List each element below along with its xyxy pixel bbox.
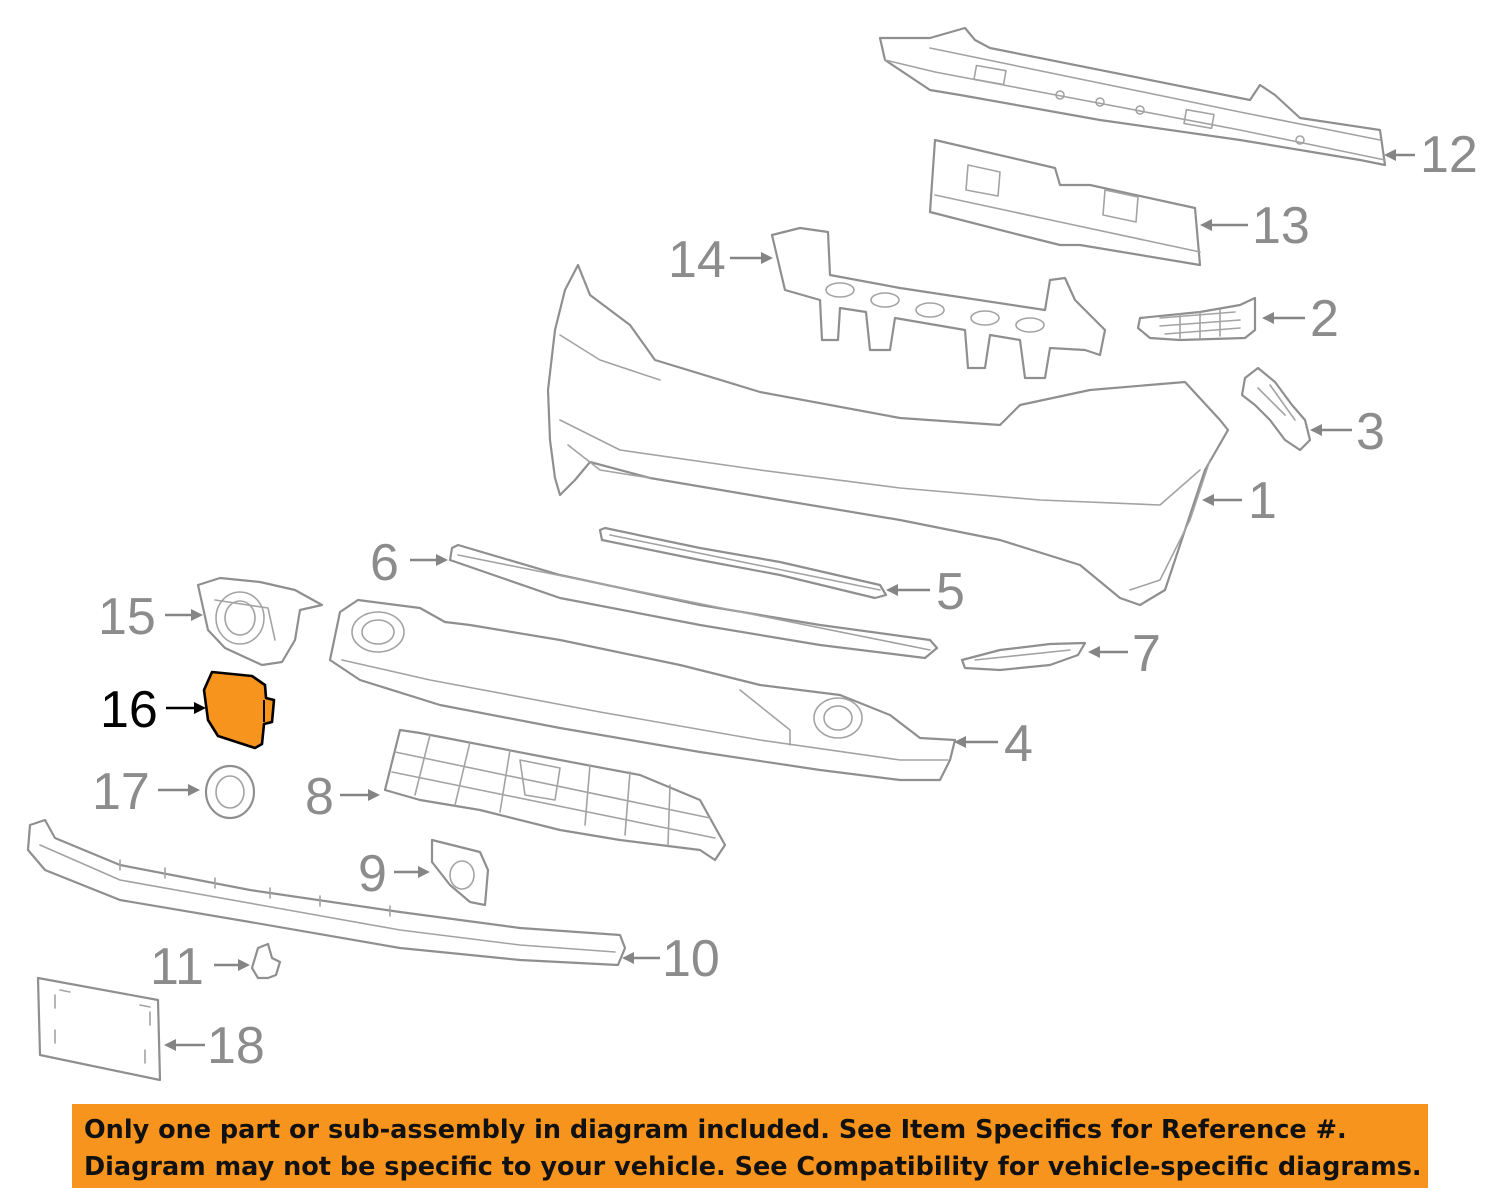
part-12-reinforcement-beam xyxy=(878,26,1387,167)
callout-5: 5 xyxy=(936,563,965,621)
part-4-lower-fascia xyxy=(328,598,957,782)
callout-8: 8 xyxy=(305,768,334,826)
part-5-trim-strip xyxy=(598,526,888,600)
disclaimer-line-1: Only one part or sub-assembly in diagram… xyxy=(84,1115,1347,1145)
part-6-molding xyxy=(448,543,939,660)
callout-9: 9 xyxy=(358,845,387,903)
callout-18: 18 xyxy=(207,1017,265,1075)
callout-4: 4 xyxy=(1004,715,1033,773)
part-1-bumper-cover xyxy=(546,263,1230,607)
part-9-small-bezel xyxy=(430,838,490,907)
disclaimer-banner: Only one part or sub-assembly in diagram… xyxy=(72,1104,1428,1188)
part-8-lower-grille xyxy=(383,728,727,862)
part-16-cover-highlighted xyxy=(202,670,276,750)
callout-17: 17 xyxy=(92,763,150,821)
part-2-grille-insert xyxy=(1136,296,1257,342)
callout-10: 10 xyxy=(662,930,720,988)
callout-12: 12 xyxy=(1420,126,1478,184)
part-18-license-bracket xyxy=(36,976,162,1082)
callout-15: 15 xyxy=(98,588,156,646)
callout-16-highlighted: 16 xyxy=(100,681,158,739)
callout-1: 1 xyxy=(1248,472,1277,530)
part-3-side-bracket xyxy=(1240,366,1312,452)
part-10-valance xyxy=(26,818,627,967)
part-14-upper-bracket xyxy=(770,226,1107,380)
part-17-ring xyxy=(204,764,256,820)
part-15-fog-lamp-bezel xyxy=(196,576,324,667)
callout-14: 14 xyxy=(668,231,726,289)
part-13-absorber xyxy=(928,138,1202,267)
callout-6: 6 xyxy=(370,534,399,592)
callout-13: 13 xyxy=(1252,197,1310,255)
part-7-side-trim xyxy=(960,641,1087,672)
callout-11: 11 xyxy=(150,938,204,996)
callout-3: 3 xyxy=(1356,403,1385,461)
callout-labels: 12 13 14 2 3 1 6 5 15 7 16 4 17 8 9 10 1… xyxy=(92,126,1478,1075)
callout-2: 2 xyxy=(1310,290,1339,348)
part-11-clip xyxy=(250,942,282,980)
callout-7: 7 xyxy=(1132,625,1161,683)
disclaimer-line-2: Diagram may not be specific to your vehi… xyxy=(84,1152,1422,1182)
callout-arrows xyxy=(158,149,1415,1051)
